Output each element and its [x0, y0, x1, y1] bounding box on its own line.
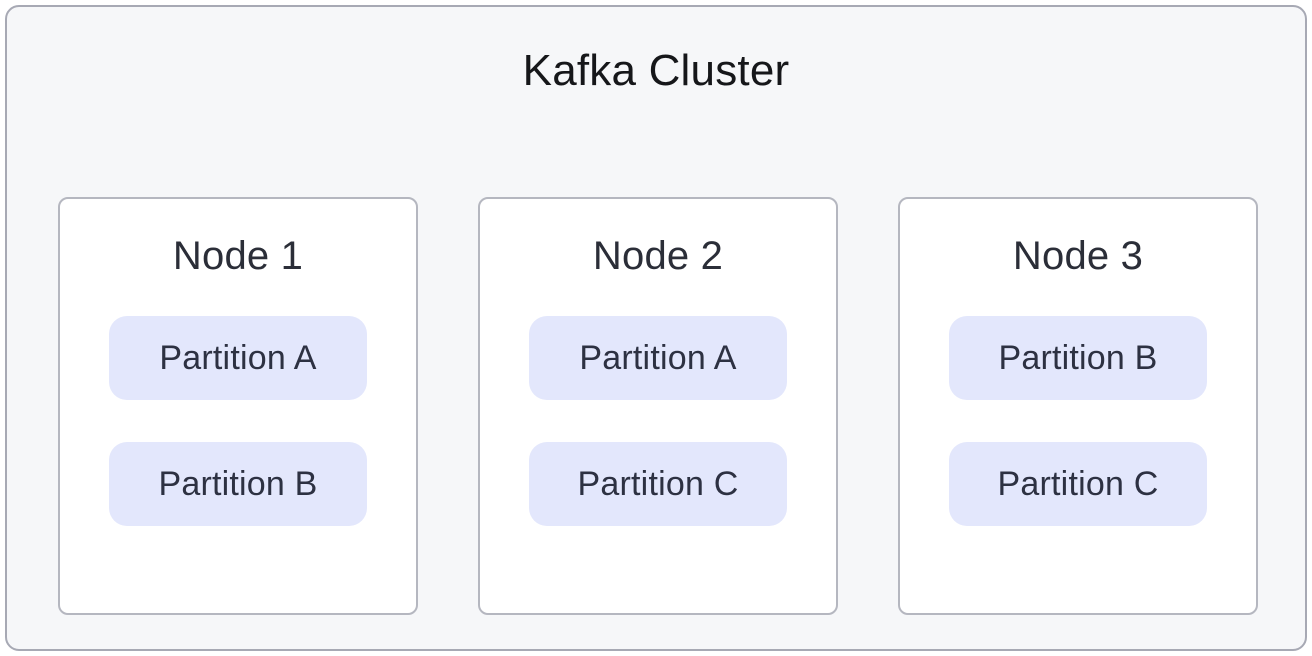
kafka-cluster-container: Kafka Cluster Node 1 Partition A Partiti…: [5, 5, 1307, 651]
partition-pill[interactable]: Partition B: [109, 442, 367, 526]
partition-pill[interactable]: Partition C: [949, 442, 1207, 526]
partition-pill[interactable]: Partition B: [949, 316, 1207, 400]
node-list: Node 1 Partition A Partition B Node 2 Pa…: [58, 197, 1258, 615]
node-title: Node 2: [592, 234, 724, 278]
node-title: Node 1: [172, 234, 304, 278]
partition-pill[interactable]: Partition C: [529, 442, 787, 526]
node-title: Node 3: [1012, 234, 1144, 278]
node-card-3[interactable]: Node 3 Partition B Partition C: [898, 197, 1258, 615]
node-card-2[interactable]: Node 2 Partition A Partition C: [478, 197, 838, 615]
partition-pill[interactable]: Partition A: [109, 316, 367, 400]
cluster-title: Kafka Cluster: [522, 46, 790, 95]
partition-list: Partition A Partition C: [480, 316, 836, 526]
partition-list: Partition B Partition C: [900, 316, 1256, 526]
partition-pill[interactable]: Partition A: [529, 316, 787, 400]
partition-list: Partition A Partition B: [60, 316, 416, 526]
node-card-1[interactable]: Node 1 Partition A Partition B: [58, 197, 418, 615]
